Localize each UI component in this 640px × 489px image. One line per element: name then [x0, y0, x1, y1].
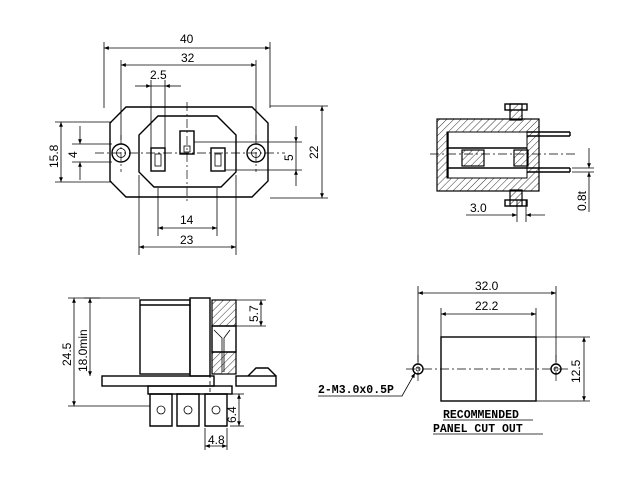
terminal-left	[149, 393, 173, 427]
terminal-right	[204, 393, 228, 427]
cutout-title-line2: PANEL CUT OUT	[433, 423, 523, 436]
screw-spec-label: 2-M3.0x0.5P	[318, 384, 394, 397]
dim-terminal-length: 6.4	[225, 406, 239, 423]
dim-hole-diameter: 4	[66, 151, 80, 158]
side-section-view: 3.0 0.8t	[430, 103, 594, 222]
dim-cutout-hole-spacing: 32.0	[475, 279, 499, 293]
dim-terminal-width: 4.8	[208, 433, 225, 447]
profile-housing	[139, 299, 191, 375]
dim-overall-height: 22	[307, 145, 321, 159]
profile-view: 24.5 18.0min 5.7 6.4 4.8	[60, 297, 277, 450]
dim-pin-offset: 5	[282, 154, 296, 161]
profile-flange-hatch	[211, 299, 237, 327]
terminal-middle	[176, 393, 200, 427]
front-view: 40 32 2.5 15.8 4 5 22	[47, 32, 328, 255]
profile-base-plate	[101, 375, 215, 387]
dim-tab-thickness: 0.8t	[575, 190, 589, 211]
dim-hole-spacing: 32	[181, 51, 195, 65]
dim-flange: 5.7	[247, 305, 261, 322]
front-inlet-body	[138, 115, 237, 188]
cutout-title-line1: RECOMMENDED	[443, 409, 519, 422]
dim-cutout-width: 22.2	[475, 299, 499, 313]
side-flange-top	[509, 103, 523, 121]
dim-inner-width: 14	[180, 213, 194, 227]
panel-cutout: 32.0 22.2 12.5 2-M3.0x0.5P RECOMMENDED P…	[318, 279, 590, 436]
dim-mount-height: 15.8	[47, 144, 61, 168]
side-flange-bottom	[509, 189, 523, 207]
dim-min-height: 18.0min	[76, 329, 90, 372]
pin-live	[150, 147, 166, 172]
front-flange-outline	[109, 106, 269, 198]
dim-pin-pitch: 2.5	[150, 68, 167, 82]
pin-neutral	[210, 147, 226, 172]
dim-panel-thickness: 3.0	[470, 201, 487, 215]
dim-body-width: 23	[180, 233, 194, 247]
dim-cutout-height: 12.5	[569, 359, 583, 383]
dim-overall-width: 40	[180, 32, 194, 46]
dim-total-height: 24.5	[60, 342, 74, 366]
